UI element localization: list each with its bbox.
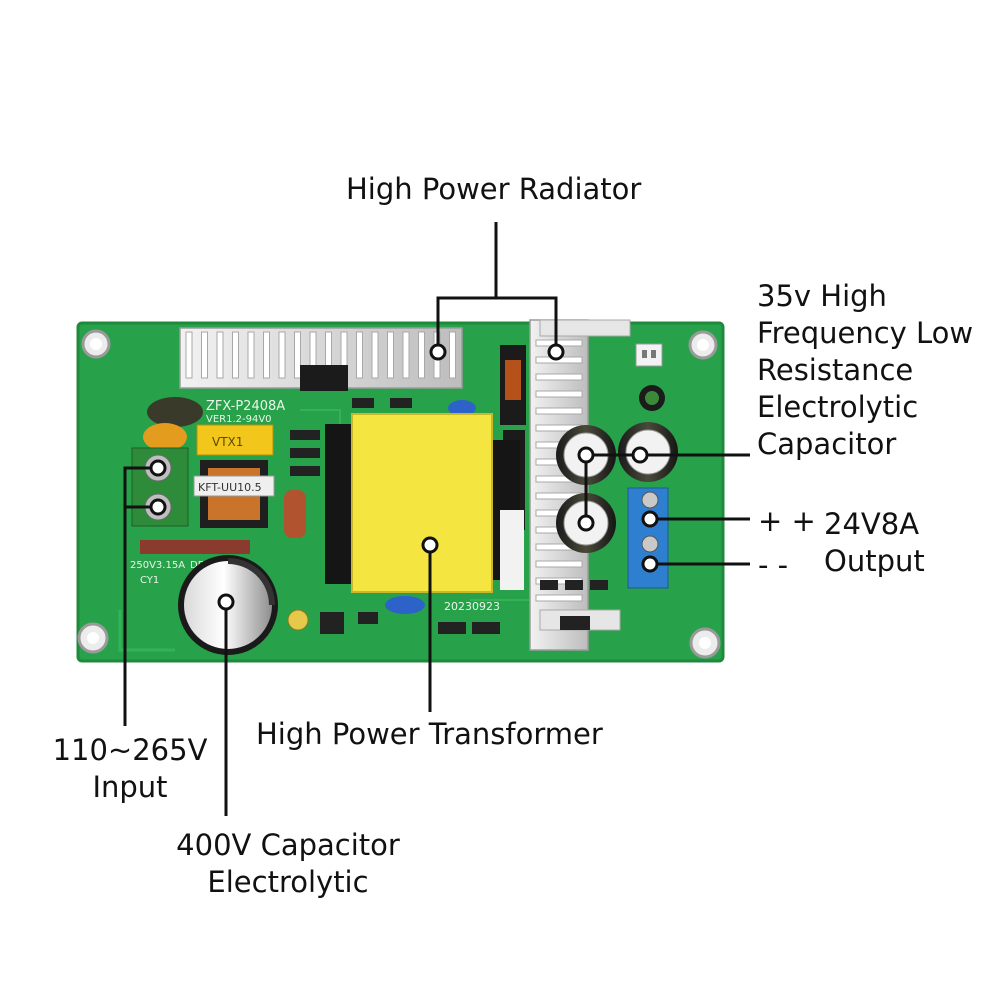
label-high-power-transformer: High Power Transformer <box>256 717 603 751</box>
label-output-capacitor-line-1: 35v High <box>757 279 887 313</box>
date-code-text: 20230923 <box>444 600 500 613</box>
heatsink-fin <box>185 331 193 379</box>
label-input: 110~265V Input <box>48 732 212 806</box>
label-output-capacitor-line-3: Resistance <box>757 353 914 387</box>
heatsink-fin <box>201 331 208 379</box>
heatsink-fin <box>216 331 224 379</box>
heatsink-fin <box>535 373 583 381</box>
heatsink-fin <box>356 331 363 379</box>
callout-dots <box>149 343 659 611</box>
heatsink-fin <box>449 331 456 379</box>
heatsink-fin <box>263 331 270 379</box>
label-high-power-radiator: High Power Radiator <box>346 172 642 206</box>
smd-components <box>290 398 608 634</box>
heatsink-fin <box>418 331 425 379</box>
silkscreen-model: ZFX-P2408A VER1.2-94V0 20230923 <box>206 399 500 613</box>
model-text: ZFX-P2408A <box>206 399 285 414</box>
heatsink-fin <box>278 331 286 379</box>
heatsink-fin <box>535 390 583 398</box>
heatsink-fin <box>232 331 239 379</box>
label-output-capacitor-line-4: Electrolytic <box>757 390 919 424</box>
heatsink-fin <box>535 407 583 415</box>
cy1-text: CY1 <box>140 575 159 586</box>
version-text: VER1.2-94V0 <box>206 414 272 425</box>
x-cap-text: VTX1 <box>212 435 243 449</box>
output-terminal-block <box>627 487 669 589</box>
heatsink-fin <box>535 594 583 602</box>
label-input-line-1: 110~265V <box>52 733 208 767</box>
fan-connector <box>635 343 663 367</box>
label-400v-capacitor: 400V Capacitor Electrolytic <box>160 827 416 901</box>
choke-text: KFT-UU10.5 <box>198 481 262 494</box>
fuse-text: 250V3.15A <box>130 560 185 571</box>
y2-capacitor <box>448 400 476 416</box>
heatsink-fin <box>402 331 410 379</box>
heatsink-fin <box>371 331 379 379</box>
heatsink-fin <box>294 331 301 379</box>
y1-capacitor <box>385 596 425 614</box>
label-output-capacitor-line-2: Frequency Low <box>757 316 974 350</box>
transformer <box>325 413 524 593</box>
label-output-rating-line-2: Output <box>824 544 925 578</box>
label-input-line-2: Input <box>92 770 168 804</box>
heatsink-fin <box>535 560 583 568</box>
small-trimmer <box>287 609 309 631</box>
label-output-capacitor-line-5: Capacitor <box>757 427 897 461</box>
secondary-heatsink <box>529 319 631 651</box>
label-output-minus: - - <box>758 548 789 582</box>
heatsink-fin <box>247 331 255 379</box>
label-output-capacitor: 35v High Frequency Low Resistance Electr… <box>757 278 973 463</box>
label-output-rating-line-1: 24V8A <box>824 507 920 541</box>
label-400v-capacitor-line-2: Electrolytic <box>207 865 369 899</box>
heatsink-fin <box>387 331 394 379</box>
label-output-plus: + + <box>758 504 816 538</box>
label-400v-capacitor-line-1: 400V Capacitor <box>176 828 400 862</box>
callout-leaders <box>123 222 750 816</box>
label-output-rating: 24V8A Output <box>824 506 925 580</box>
